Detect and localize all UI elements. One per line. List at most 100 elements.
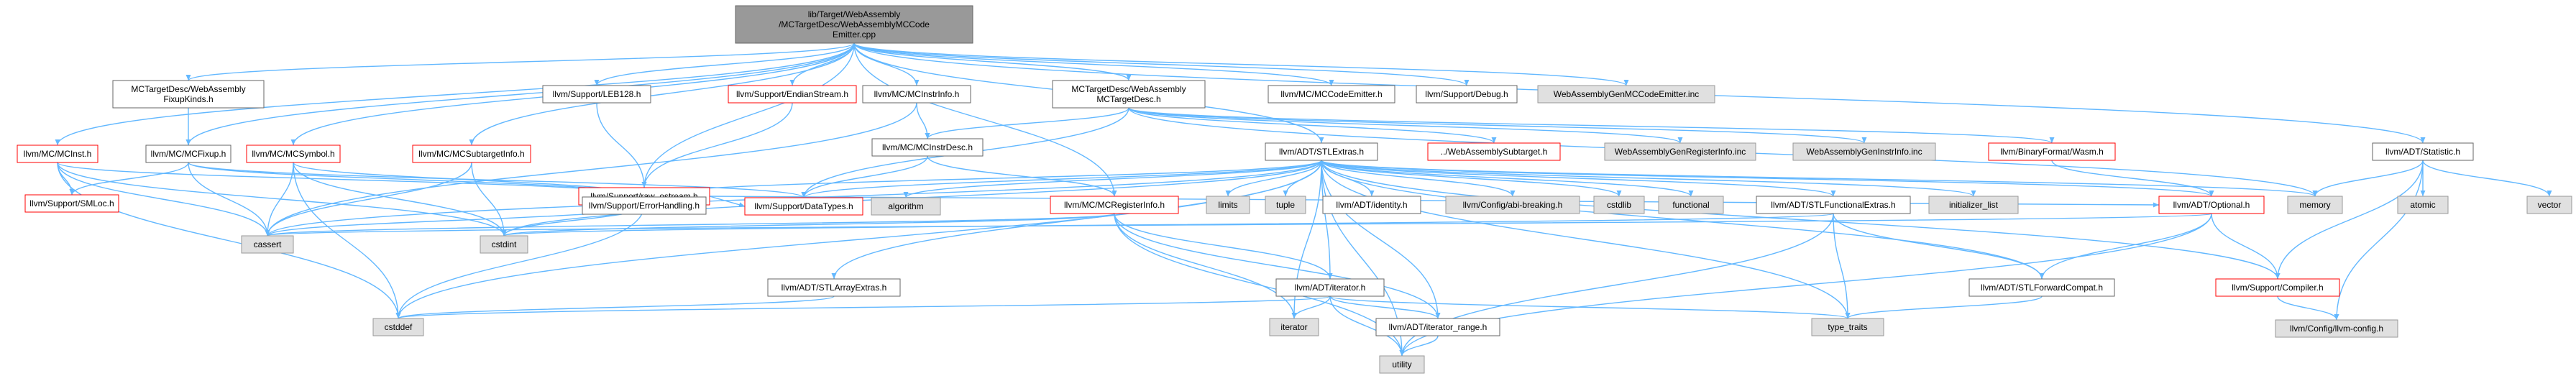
node-box-iterrange <box>1375 318 1500 336</box>
node-label-fixupkinds: MCTargetDesc/WebAssembly <box>131 84 245 94</box>
edge-binwasm-to-optional <box>2051 160 2214 197</box>
edge-optional-to-compiler <box>2211 213 2281 280</box>
node-mcsymbol[interactable]: llvm/MC/MCSymbol.h <box>246 145 341 163</box>
node-identity[interactable]: llvm/ADT/identity.h <box>1322 196 1421 214</box>
node-mcregisterinfo[interactable]: llvm/MC/MCRegisterInfo.h <box>1050 196 1179 214</box>
node-abibreaking: llvm/Config/abi-breaking.h <box>1445 196 1580 214</box>
node-optional[interactable]: llvm/ADT/Optional.h <box>2158 196 2265 214</box>
node-box-stlforward <box>1968 278 2115 297</box>
node-box-binwasm <box>1988 142 2116 161</box>
edge-optional-to-stlforward <box>2039 213 2212 280</box>
node-tuple: tuple <box>1265 196 1306 214</box>
node-mcsubtarget[interactable]: llvm/MC/MCSubtargetInfo.h <box>412 145 531 163</box>
node-llvmconfig: llvm/Config/llvm-config.h <box>2275 319 2398 338</box>
edge-wasmmctd-to-mcinstrdesc <box>925 107 1129 139</box>
node-compiler[interactable]: llvm/Support/Compiler.h <box>2215 278 2340 297</box>
node-box-tuple <box>1265 196 1306 214</box>
edge-statistic-to-llvmconfig <box>2334 160 2424 321</box>
node-label-stlfunctional: llvm/ADT/STLFunctionalExtras.h <box>1771 200 1895 210</box>
edge-mcinstrinfo-to-cassert <box>265 102 917 237</box>
node-cstdlib: cstdlib <box>1593 196 1645 214</box>
node-label-optional: llvm/ADT/Optional.h <box>2173 200 2250 210</box>
edge-stlextras-to-typetraits <box>1321 160 1851 319</box>
node-label-mccodeemitter: llvm/MC/MCCodeEmitter.h <box>1280 89 1382 99</box>
node-label-mcsymbol: llvm/MC/MCSymbol.h <box>252 149 334 159</box>
node-box-mcinstrinfo <box>862 85 971 104</box>
edge-mcsymbol-to-cstddef <box>293 162 401 319</box>
edge-wasmmctd-to-geninstr <box>1128 107 1867 144</box>
node-label-mcfixup: llvm/MC/MCFixup.h <box>151 149 226 159</box>
node-binwasm[interactable]: llvm/BinaryFormat/Wasm.h <box>1988 142 2116 161</box>
node-mcinstrinfo[interactable]: llvm/MC/MCInstrInfo.h <box>862 85 971 104</box>
node-box-genregister <box>1604 142 1756 161</box>
node-statistic[interactable]: llvm/ADT/Statistic.h <box>2372 142 2474 161</box>
node-cstdint: cstdint <box>480 235 528 254</box>
node-mcinstrdesc[interactable]: llvm/MC/MCInstrDesc.h <box>871 138 984 157</box>
edge-mcregisterinfo-to-cassert <box>265 213 1115 237</box>
edge-stlextras-to-cstdlib <box>1321 160 1622 197</box>
node-iterrange[interactable]: llvm/ADT/iterator_range.h <box>1375 318 1500 336</box>
node-box-wasmsubtarget <box>1427 142 1561 161</box>
node-leb128[interactable]: llvm/Support/LEB128.h <box>542 85 651 104</box>
edge-iteratorh-to-typetraits <box>1329 295 1851 319</box>
node-box-stlextras <box>1265 142 1378 161</box>
node-cassert: cassert <box>241 235 294 254</box>
edge-iteratorh-to-iterator <box>1291 295 1331 319</box>
node-stlextras[interactable]: llvm/ADT/STLExtras.h <box>1265 142 1378 161</box>
node-stlforward[interactable]: llvm/ADT/STLForwardCompat.h <box>1968 278 2115 297</box>
node-errorhandling[interactable]: llvm/Support/ErrorHandling.h <box>582 196 707 215</box>
edge-stlextras-to-functional <box>1321 160 1694 197</box>
node-label-mcsubtarget: llvm/MC/MCSubtargetInfo.h <box>418 149 524 159</box>
node-label-mcinstrdesc: llvm/MC/MCInstrDesc.h <box>882 142 973 152</box>
node-label-iterator: iterator <box>1280 322 1307 332</box>
edge-statistic-to-vector <box>2422 160 2552 197</box>
node-stlfunctional[interactable]: llvm/ADT/STLFunctionalExtras.h <box>1756 196 1911 214</box>
node-vector: vector <box>2526 196 2572 214</box>
node-memory: memory <box>2287 196 2343 214</box>
node-box-memory <box>2287 196 2343 214</box>
edge-stlextras-to-abibreaking <box>1321 160 1516 197</box>
node-label-algorithm: algorithm <box>888 201 923 211</box>
node-box-stlarray <box>767 278 901 297</box>
node-wasmsubtarget[interactable]: ../WebAssemblySubtarget.h <box>1427 142 1561 161</box>
node-box-datatypes <box>744 197 863 216</box>
node-label-wasmmctd: MCTargetDesc/WebAssembly <box>1071 84 1186 94</box>
node-label-mcinstrinfo: llvm/MC/MCInstrInfo.h <box>874 89 960 99</box>
node-root[interactable]: lib/Target/WebAssembly/MCTargetDesc/WebA… <box>735 5 973 44</box>
node-label-wasmmctd: MCTargetDesc.h <box>1096 94 1160 104</box>
node-box-initlist <box>1928 196 2019 214</box>
node-initlist: initializer_list <box>1928 196 2019 214</box>
node-label-mcregisterinfo: llvm/MC/MCRegisterInfo.h <box>1064 200 1165 210</box>
node-label-cstddef: cstddef <box>385 322 413 332</box>
node-smloc[interactable]: llvm/Support/SMLoc.h <box>24 194 119 213</box>
node-box-llvmconfig <box>2275 319 2398 338</box>
node-label-wasmsubtarget: ../WebAssemblySubtarget.h <box>1441 147 1548 157</box>
node-endianstream[interactable]: llvm/Support/EndianStream.h <box>728 85 857 104</box>
node-box-mcinstrdesc <box>871 138 984 157</box>
edge-fixupkinds-to-mcfixup <box>185 108 191 145</box>
node-stlarray[interactable]: llvm/ADT/STLArrayExtras.h <box>767 278 901 297</box>
node-mcfixup[interactable]: llvm/MC/MCFixup.h <box>145 145 232 163</box>
edge-root-to-mcinst <box>55 42 855 146</box>
node-datatypes[interactable]: llvm/Support/DataTypes.h <box>744 197 863 216</box>
node-box-mcsubtarget <box>412 145 531 163</box>
node-box-cstdint <box>480 235 528 254</box>
node-box-root <box>735 5 973 44</box>
edge-mcinst-to-errorhandling <box>57 162 647 198</box>
node-box-abibreaking <box>1445 196 1580 214</box>
node-mccodeemitter[interactable]: llvm/MC/MCCodeEmitter.h <box>1268 85 1395 104</box>
node-mcinst[interactable]: llvm/MC/MCInst.h <box>17 145 98 163</box>
node-box-utility <box>1379 355 1425 374</box>
node-label-genmccode: WebAssemblyGenMCCodeEmitter.inc <box>1554 89 1700 99</box>
edge-root-to-mcsubtarget <box>469 42 855 146</box>
node-utility: utility <box>1379 355 1425 374</box>
node-label-memory: memory <box>2299 200 2330 210</box>
edge-rawostream-to-datatypes <box>709 196 746 208</box>
node-label-binwasm: llvm/BinaryFormat/Wasm.h <box>2000 147 2104 157</box>
node-iteratorh[interactable]: llvm/ADT/iterator.h <box>1275 278 1385 297</box>
edge-compiler-to-llvmconfig <box>2277 295 2339 321</box>
node-debug[interactable]: llvm/Support/Debug.h <box>1416 85 1518 104</box>
node-iterator: iterator <box>1269 318 1319 336</box>
